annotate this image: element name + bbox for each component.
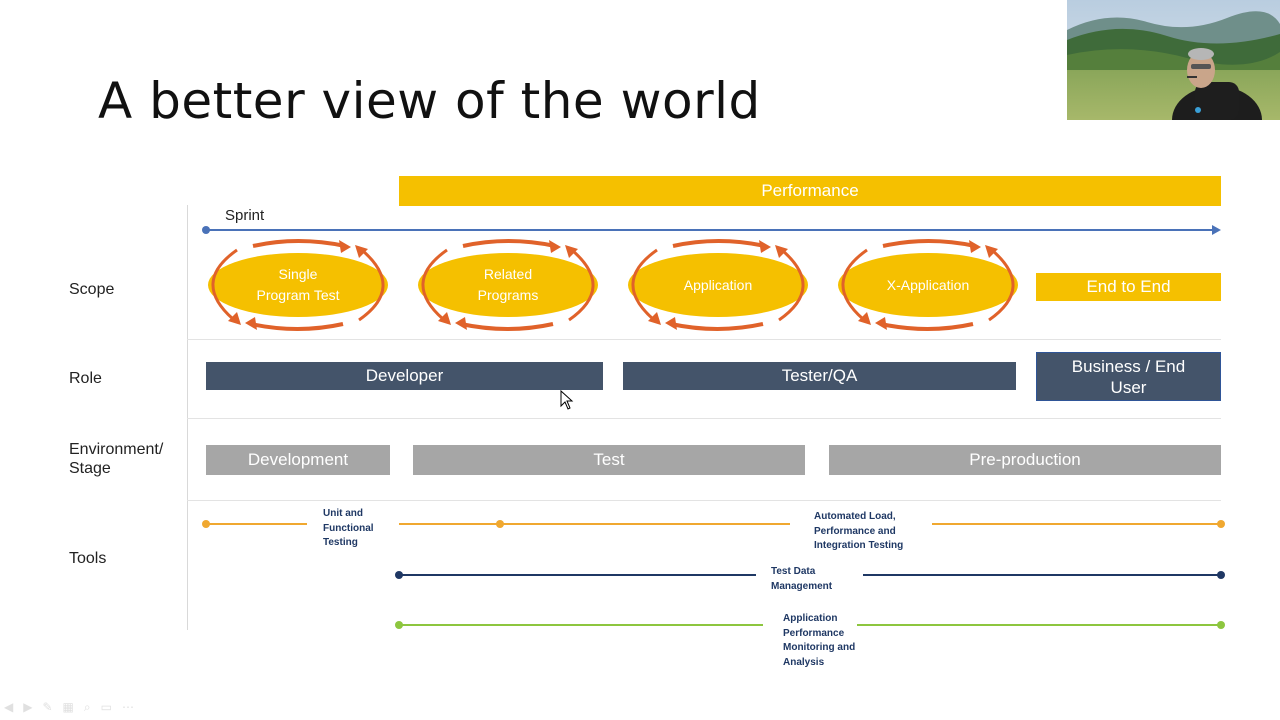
sprint-label: Sprint	[225, 207, 265, 224]
role-developer: Developer	[206, 362, 603, 390]
row-label-divider	[187, 205, 188, 630]
tool-label-line: Application	[783, 613, 838, 624]
tool-dot-unit-end	[496, 520, 504, 528]
cycle-arrows-icon	[418, 239, 598, 331]
role-business-line2: User	[1110, 377, 1147, 397]
sprint-arrow-head	[1212, 225, 1221, 235]
sprint-timeline	[206, 229, 1216, 231]
scope-end-to-end: End to End	[1036, 273, 1221, 301]
tool-line-unit-left	[206, 523, 307, 525]
scope-item-line1: X-Application	[886, 276, 970, 293]
presenter-video[interactable]	[1067, 0, 1280, 120]
tool-label-test-data-management: Test Data Management	[771, 565, 832, 594]
slides-grid-icon[interactable]: ▦	[62, 700, 84, 714]
next-slide-icon[interactable]: ▶	[23, 700, 43, 714]
tool-line-unit-middle	[399, 523, 790, 525]
pen-icon[interactable]: ✎	[42, 700, 63, 714]
tool-line-automated-right	[932, 523, 1221, 525]
slide-title: A better view of the world	[98, 72, 761, 130]
cycle-arrows-icon	[838, 239, 1018, 331]
row-label-tools: Tools	[69, 550, 107, 567]
role-business-end-user: Business / End User	[1036, 352, 1221, 401]
subtitles-icon[interactable]: ▭	[100, 700, 122, 714]
tool-label-line: Unit and	[323, 508, 363, 519]
tool-dot-unit-start	[202, 520, 210, 528]
tool-label-line: Test Data	[771, 566, 816, 577]
performance-bar: Performance	[399, 176, 1221, 206]
tool-line-tdm-right	[863, 574, 1221, 576]
scope-item-line1: Single	[278, 266, 318, 282]
row-label-scope: Scope	[69, 281, 115, 298]
tool-label-line: Automated Load,	[814, 511, 896, 522]
tool-label-line: Analysis	[783, 656, 825, 668]
scope-row-divider	[187, 339, 1221, 340]
tool-label-line: Functional	[323, 522, 374, 534]
slideshow-toolbar[interactable]: ◀▶✎▦⌕▭⋯	[4, 700, 144, 715]
scope-item-label: X-Application	[843, 257, 1013, 313]
role-tester-qa: Tester/QA	[623, 362, 1016, 390]
scope-cycle-application: Application	[613, 237, 823, 333]
tool-label-line: Monitoring and	[783, 642, 856, 653]
sprint-start-dot	[202, 226, 210, 234]
tool-dot-automated-end	[1217, 520, 1225, 528]
scope-item-line2: Program Test	[256, 287, 340, 303]
tool-dot-tdm-end	[1217, 571, 1225, 579]
env-test: Test	[413, 445, 805, 475]
presenter-video-image	[1067, 0, 1280, 120]
scope-item-line1: Application	[683, 276, 753, 293]
prev-slide-icon[interactable]: ◀	[4, 700, 24, 714]
role-business-line1: Business / End	[1071, 356, 1186, 376]
tool-label-line: Performance	[783, 627, 845, 639]
tool-line-apm-left	[399, 624, 763, 626]
row-label-role: Role	[69, 370, 102, 387]
tool-label-line: Testing	[323, 537, 358, 548]
tool-line-apm-right	[857, 624, 1221, 626]
scope-item-label: Application	[633, 257, 803, 313]
tool-dot-apm-start	[395, 621, 403, 629]
scope-item-line1: Related	[483, 266, 533, 282]
scope-item-line2: Programs	[477, 287, 539, 303]
env-development: Development	[206, 445, 390, 475]
zoom-icon[interactable]: ⌕	[83, 700, 101, 714]
tool-dot-tdm-start	[395, 571, 403, 579]
environment-row-divider	[187, 500, 1221, 501]
more-options-icon[interactable]: ⋯	[121, 700, 144, 714]
cycle-arrows-icon	[628, 239, 808, 331]
tool-label-line: Performance and	[814, 525, 896, 537]
tool-label-unit-functional: Unit and Functional Testing	[323, 507, 374, 551]
row-label-environment-line2: Stage	[69, 460, 111, 477]
scope-cycle-x-application: X-Application	[823, 237, 1033, 333]
tool-dot-apm-end	[1217, 621, 1225, 629]
tool-line-tdm-left	[399, 574, 756, 576]
row-label-environment-line1: Environment/	[69, 441, 164, 458]
mouse-cursor-icon	[560, 390, 574, 410]
cycle-arrows-icon	[208, 239, 388, 331]
row-label-environment: Environment/ Stage	[69, 440, 163, 478]
tool-label-automated-load: Automated Load, Performance and Integrat…	[814, 510, 903, 554]
tool-label-line: Integration Testing	[814, 540, 904, 551]
tool-label-line: Management	[771, 580, 833, 592]
env-preproduction: Pre-production	[829, 445, 1221, 475]
tool-label-apm: Application Performance Monitoring and A…	[783, 612, 855, 670]
role-row-divider	[187, 418, 1221, 419]
